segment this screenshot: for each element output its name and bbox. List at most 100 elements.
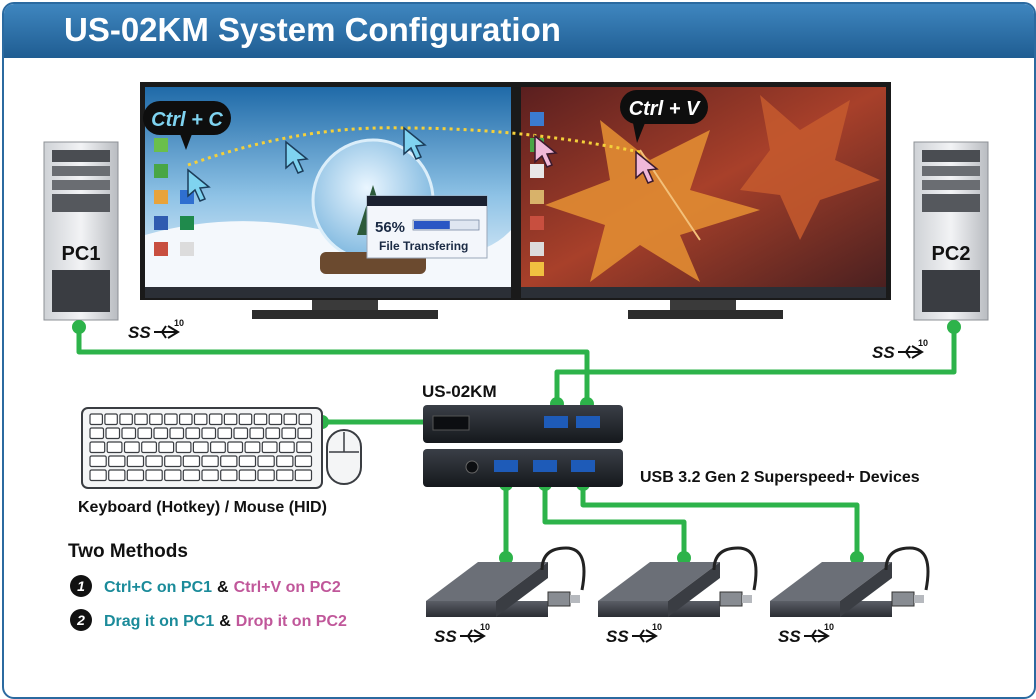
keyboard-key (233, 427, 249, 440)
svg-text:SS: SS (128, 323, 151, 342)
pc2-label: PC2 (932, 243, 971, 265)
keyboard-key (261, 441, 278, 454)
maple-leaf-2 (740, 95, 880, 240)
pc1-tower: PC1 (43, 141, 119, 321)
keyboard-key (217, 427, 233, 440)
keyboard-key (126, 455, 145, 468)
usb-superspeed-icon: SS 10 (434, 622, 490, 646)
methods-heading: Two Methods (68, 541, 188, 562)
keyboard-key (175, 441, 192, 454)
usb-cables (76, 325, 957, 558)
usb-drive-1 (426, 546, 586, 617)
left-monitor-stand (252, 310, 438, 319)
keyboard-key (227, 441, 244, 454)
keyboard-key (104, 413, 118, 426)
keyboard-key (281, 427, 297, 440)
keyboard-key (201, 469, 219, 482)
keyboard-key (134, 413, 148, 426)
method-line: Drag it on PC1&Drop it on PC2 (104, 613, 347, 630)
svg-text:10: 10 (918, 338, 928, 348)
device2-cable (542, 484, 687, 558)
cursor-icon (285, 140, 309, 174)
keyboard-key (253, 413, 268, 426)
keyboard-key (210, 441, 226, 454)
method-item-1: 1 Ctrl+C on PC1&Ctrl+V on PC2 (70, 575, 341, 597)
keyboard-key (249, 427, 265, 440)
keyboard-key (276, 455, 294, 468)
keyboard-key (276, 469, 294, 482)
keyboard-key (89, 441, 106, 454)
keyboard-key (220, 469, 238, 482)
page-title: US-02KM System Configuration (64, 11, 561, 48)
keyboard-key (257, 469, 275, 482)
method-line: Ctrl+C on PC1&Ctrl+V on PC2 (104, 579, 341, 596)
device3-cable (580, 484, 860, 558)
usb-drive-2 (598, 546, 758, 617)
transfer-label: File Transfering (379, 239, 468, 253)
title-banner: US-02KM System Configuration (4, 4, 1034, 58)
keyboard-key (108, 455, 126, 468)
svg-text:10: 10 (824, 622, 834, 632)
keyboard-key (192, 441, 209, 454)
hub-top-unit (423, 405, 623, 443)
keyboard-key (296, 441, 313, 454)
keyboard-key (238, 469, 257, 482)
hid-label: Keyboard (Hotkey) / Mouse (HID) (78, 499, 327, 516)
keyboard-key (238, 413, 253, 426)
keyboard-key (153, 427, 169, 440)
keyboard-key (105, 427, 121, 440)
keyboard-key (201, 427, 217, 440)
device-name-label: US-02KM (422, 382, 497, 401)
keyboard-key (106, 441, 123, 454)
progress-fill (414, 221, 450, 229)
svg-text:10: 10 (174, 318, 184, 328)
keyboard-key (89, 427, 105, 440)
keyboard-key (182, 469, 201, 482)
paste-shortcut-label: Ctrl + V (629, 98, 701, 120)
svg-text:SS: SS (872, 343, 895, 362)
keyboard-key (137, 427, 153, 440)
maple-leaf (545, 120, 760, 282)
right-taskbar (521, 287, 886, 298)
keyboard-key (145, 455, 163, 468)
keyboard-key (220, 455, 238, 468)
keyboard-key (164, 413, 178, 426)
keyboard-key (278, 441, 295, 454)
keyboard-key (283, 413, 298, 426)
copy-shortcut-label: Ctrl + C (151, 109, 223, 131)
pc2-cable (554, 325, 957, 402)
cursor-icon (403, 126, 427, 160)
keyboard-key (119, 413, 133, 426)
keyboard-key (185, 427, 201, 440)
keyboard-key (123, 441, 140, 454)
method-item-2: 2 Drag it on PC1&Drop it on PC2 (70, 609, 347, 631)
pc1-cable (76, 325, 590, 402)
method-number: 1 (77, 578, 85, 594)
svg-text:SS: SS (778, 627, 801, 646)
paste-callout: Ctrl + V (620, 90, 708, 143)
right-monitor-stand (628, 310, 783, 319)
keyboard-key (126, 469, 145, 482)
keyboard-key (208, 413, 223, 426)
svg-text:10: 10 (652, 622, 662, 632)
keyboard-key (257, 455, 275, 468)
keyboard-key (89, 413, 103, 426)
usb-superspeed-icon: SS 10 (778, 622, 834, 646)
keyboard-key (244, 441, 261, 454)
keyboard-key (89, 469, 107, 482)
pc1-label: PC1 (62, 243, 101, 265)
file-transfer-dialog: 56% File Transfering (366, 195, 488, 259)
cursor-icon (187, 168, 211, 202)
keyboard-key (164, 469, 182, 482)
cursor-icon (635, 150, 659, 184)
keyboard-key (179, 413, 193, 426)
keyboard-key (193, 413, 208, 426)
cursor-icon (534, 134, 558, 168)
keyboard-key (294, 469, 313, 482)
keyboard-key (238, 455, 257, 468)
keyboard-key (298, 413, 313, 426)
usb-superspeed-icon: SS 10 (872, 338, 928, 362)
cursor-icons (187, 126, 659, 202)
